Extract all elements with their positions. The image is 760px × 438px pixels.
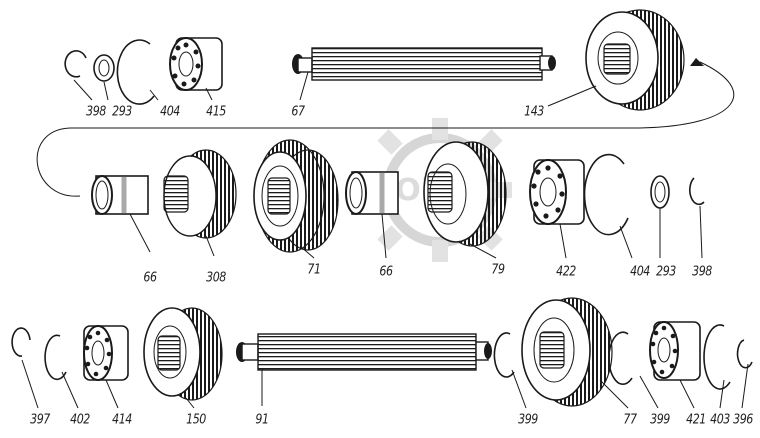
part-404-circlip-right (583, 153, 629, 236)
part-77-gear (521, 297, 613, 407)
label-79: 79 (491, 262, 505, 278)
part-293-washer-right (650, 175, 670, 209)
label-398-top: 398 (86, 104, 106, 120)
part-66-bushing-left (91, 175, 149, 215)
part-402-circlip (44, 334, 67, 381)
part-414-bearing (83, 325, 129, 381)
part-143-gear (585, 9, 685, 111)
assembly-path-arrowhead (690, 58, 704, 66)
part-396-snap-ring (736, 339, 753, 369)
part-66-bushing-middle (345, 171, 399, 215)
part-422-bearing (529, 159, 585, 225)
part-398-snap-ring-right (689, 177, 705, 206)
label-396: 396 (733, 412, 753, 428)
label-150: 150 (186, 412, 206, 428)
label-402: 402 (70, 412, 90, 428)
label-71: 71 (307, 262, 321, 278)
label-421: 421 (686, 412, 706, 428)
part-398-snap-ring-top (64, 50, 87, 78)
part-308-gear (163, 149, 237, 239)
label-308: 308 (206, 270, 226, 286)
part-71-double-gear (253, 139, 339, 253)
label-403: 403 (710, 412, 730, 428)
part-91-shaft (236, 333, 492, 371)
part-397-snap-ring (11, 327, 31, 357)
part-79-gear (423, 141, 507, 247)
label-397: 397 (30, 412, 50, 428)
label-414: 414 (112, 412, 132, 428)
label-77: 77 (623, 412, 637, 428)
label-293-top: 293 (112, 104, 132, 120)
part-404-circlip-top (116, 39, 155, 105)
part-399-circlip-right (608, 331, 633, 385)
label-66-left: 66 (143, 270, 157, 286)
leader-lines-row1 (73, 71, 597, 107)
part-67-shaft (292, 47, 556, 81)
assembly-path-line (36, 61, 735, 197)
label-415: 415 (206, 104, 226, 120)
part-399-circlip-left (493, 332, 515, 378)
label-404-top: 404 (160, 104, 180, 120)
label-399-right: 399 (650, 412, 670, 428)
label-91: 91 (255, 412, 269, 428)
part-403-circlip (703, 324, 731, 390)
part-293-washer-top (93, 54, 115, 82)
part-421-bearing (649, 321, 701, 381)
leader-lines-row2 (129, 205, 703, 259)
label-399-left: 399 (518, 412, 538, 428)
leader-lines-row3 (21, 359, 749, 409)
label-143: 143 (524, 104, 544, 120)
part-150-gear (143, 307, 223, 401)
part-415-bearing (169, 37, 223, 91)
label-398-right: 398 (692, 264, 712, 280)
label-422: 422 (556, 264, 576, 280)
label-293-right: 293 (656, 264, 676, 280)
label-67: 67 (291, 104, 305, 120)
label-66-middle: 66 (379, 264, 393, 280)
label-404-right: 404 (630, 264, 650, 280)
